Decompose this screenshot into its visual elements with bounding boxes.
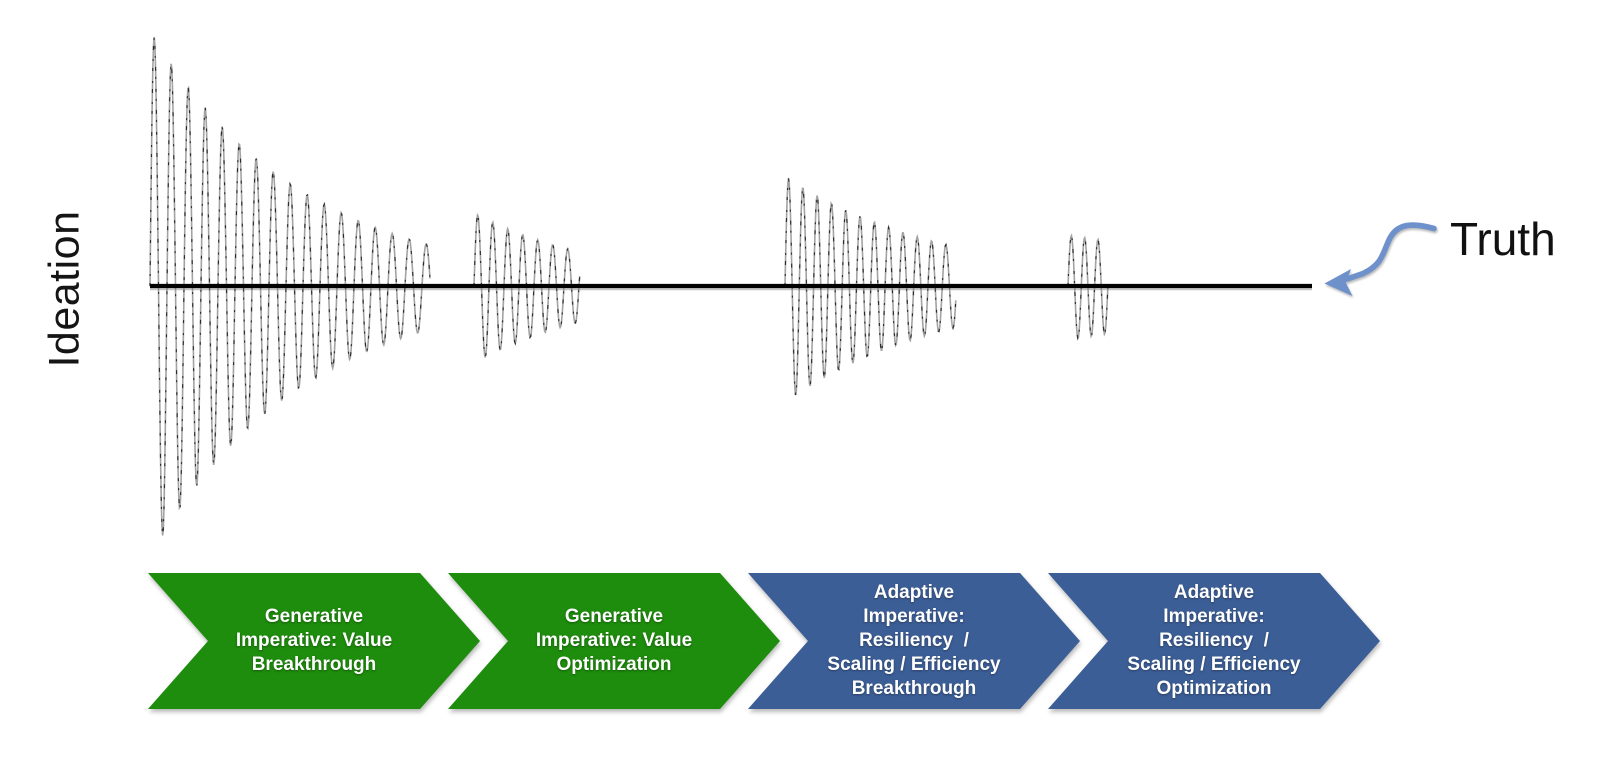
stage-chevron-2-shape: Generative Imperative: Value Optimizatio… [448, 573, 780, 709]
stage-chevron-4-label: Adaptive Imperative: Resiliency / Scalin… [1127, 582, 1301, 699]
stage-chevron-4-shape: Adaptive Imperative: Resiliency / Scalin… [1048, 573, 1380, 709]
truth-arrow-curve [1344, 222, 1437, 282]
wave-3-texture [784, 178, 957, 396]
truth-line [150, 283, 1312, 291]
stage-chevron-2-label: Generative Imperative: Value Optimizatio… [535, 606, 693, 675]
stage-chevron-1: Generative Imperative: Value Breakthroug… [148, 573, 480, 709]
ideation-axis-label: Ideation [40, 210, 89, 368]
truth-label: Truth [1450, 213, 1556, 265]
wave-2-base [473, 212, 581, 358]
wave-1-texture [149, 36, 431, 536]
stage-chevron-2: Generative Imperative: Value Optimizatio… [448, 573, 780, 709]
truth-arrow [1324, 222, 1437, 296]
stage-chevron-3-label: Adaptive Imperative: Resiliency / Scalin… [827, 582, 1001, 699]
stage-chevron-1-shape: Generative Imperative: Value Breakthroug… [148, 573, 480, 709]
stage-chevron-1-label: Generative Imperative: Value Breakthroug… [235, 606, 393, 675]
stage-chevron-4: Adaptive Imperative: Resiliency / Scalin… [1048, 573, 1380, 709]
stage-chevron-3: Adaptive Imperative: Resiliency / Scalin… [748, 573, 1080, 709]
truth-arrow-head [1324, 269, 1353, 296]
stage-chevron-3-shape: Adaptive Imperative: Resiliency / Scalin… [748, 573, 1080, 709]
